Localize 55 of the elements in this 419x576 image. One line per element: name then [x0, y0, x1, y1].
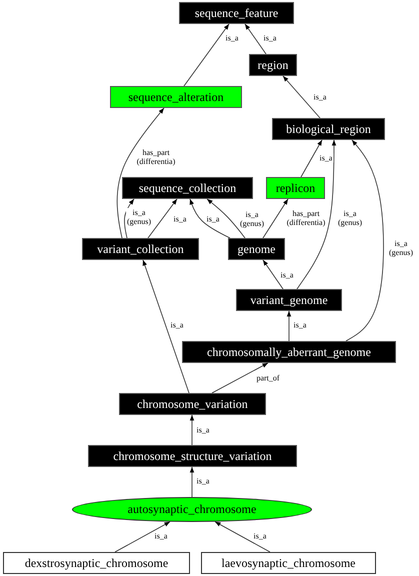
edge-label: is_a	[224, 34, 240, 42]
term-box: sequence_alteration	[110, 86, 242, 108]
edge-label: is_a	[262, 34, 278, 42]
arrow	[300, 140, 322, 178]
edge-label: is_a	[318, 154, 334, 162]
edge-label: is_a	[196, 476, 210, 486]
arrow	[190, 466, 194, 498]
arrow	[124, 198, 134, 238]
term-box: biological_region	[272, 118, 385, 140]
edge-label: is_a (genus)	[337, 209, 363, 227]
edge-label: is_a	[312, 92, 328, 102]
arrow	[244, 24, 266, 54]
edge-label: has_part (differentia)	[286, 209, 326, 227]
edge-label: part_of	[255, 374, 281, 382]
arrow	[262, 198, 288, 238]
term-box: region	[249, 54, 297, 76]
term-box: variant_genome	[236, 289, 342, 311]
arrow	[262, 260, 284, 290]
term-box: sequence_feature	[179, 2, 294, 24]
edge-label: has_part (differentia)	[136, 148, 176, 166]
arrow	[346, 140, 384, 342]
edge-label: is_a	[252, 532, 268, 540]
edge-label: is_a	[292, 320, 308, 330]
edge-label: is_a	[206, 214, 220, 224]
arrow	[296, 140, 336, 290]
edge-label: is_a (genus)	[126, 208, 152, 226]
edge-label: is_a	[170, 320, 184, 330]
arrow	[142, 260, 190, 394]
term-box: chromosome_structure_variation	[88, 445, 297, 467]
arrow	[116, 108, 164, 238]
edge-label: is_a	[172, 214, 188, 224]
edge-label: is_a	[196, 426, 210, 434]
arrow	[214, 521, 270, 552]
term-box: sequence_collection	[122, 177, 253, 199]
term-box: laevosynaptic_chromosome	[201, 552, 376, 574]
arrow	[212, 362, 268, 394]
term-box: replicon	[266, 177, 325, 199]
term-box: genome	[228, 238, 285, 260]
term-box: variant_collection	[82, 238, 199, 260]
arrow	[114, 521, 170, 552]
arrow	[286, 310, 292, 342]
term-box: dexstrosynaptic_chromosome	[3, 552, 190, 574]
edge-label: is_a (genus)	[388, 239, 414, 257]
term-box: chromosomally_aberrant_genome	[182, 341, 396, 363]
term-ellipse: autosynaptic_chromosome	[72, 497, 312, 522]
arrow	[148, 198, 178, 238]
edge-label: is_a	[154, 532, 168, 540]
arrow	[206, 198, 246, 238]
edge-label: is_a (genus)	[239, 210, 265, 228]
arrow	[184, 24, 230, 86]
edge-label: is_a	[280, 270, 294, 280]
arrow	[190, 414, 194, 446]
term-box: chromosome_variation	[119, 393, 266, 415]
arrow	[282, 76, 320, 118]
arrow	[190, 198, 230, 238]
